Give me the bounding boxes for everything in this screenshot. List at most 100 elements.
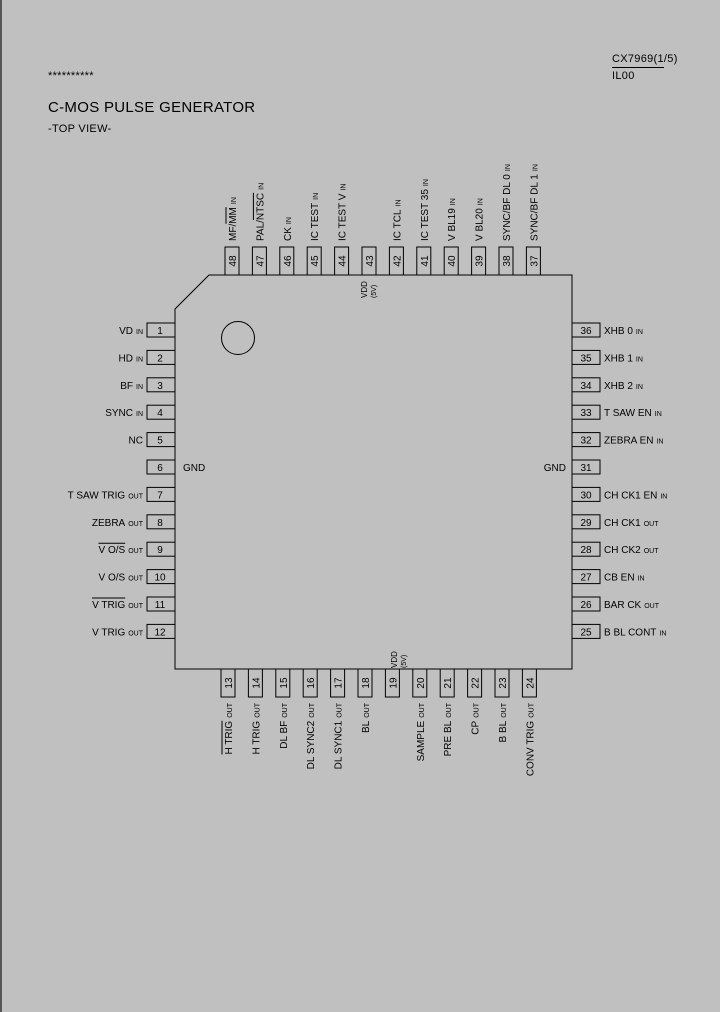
pin-23-label: B BLOUT xyxy=(498,702,509,742)
pin-23-label-suffix: OUT xyxy=(501,702,508,718)
pin-41-label-name: IC TEST 35 xyxy=(420,189,431,241)
pin-48-label-suffix: IN xyxy=(231,197,238,204)
pin-46-number: 46 xyxy=(283,255,294,267)
pin-44-pad xyxy=(334,246,350,276)
pin-7-label-suffix: OUT xyxy=(128,493,144,500)
pin-35-number: 35 xyxy=(580,353,592,364)
pin-15-label-name: DL BF xyxy=(279,721,290,749)
pin-2-label-suffix: IN xyxy=(136,356,143,363)
pin-47-pad xyxy=(251,246,267,276)
pin-20-pad xyxy=(412,668,428,698)
pin-35-pad xyxy=(571,349,601,365)
pin-44-label: IC TEST VIN xyxy=(338,184,349,241)
pin-41-label-wrap: IC TEST 35IN xyxy=(420,179,431,241)
pin-18-label-suffix: OUT xyxy=(364,702,371,718)
pin-21-label-name: PRE BL xyxy=(443,720,454,756)
pin-46-pad xyxy=(279,246,295,276)
vdd-top-label: VDD (5V) xyxy=(360,281,378,298)
pin-8-pad xyxy=(146,514,176,530)
pin-8-label-suffix: OUT xyxy=(128,521,144,528)
pin-24-pad xyxy=(521,668,537,698)
pin-8-label-name: ZEBRA xyxy=(92,518,126,529)
pin-4-number: 4 xyxy=(157,408,163,419)
pin-22-label: CPOUT xyxy=(471,702,482,734)
pin-1-number: 1 xyxy=(157,326,163,337)
pin-38-label-wrap: SYNC/BF DL 0IN xyxy=(502,164,513,241)
pin-47-label: PAL/NTSCIN xyxy=(255,183,266,241)
vdd-bottom-text: VDD xyxy=(390,651,399,668)
pin-32-label-suffix: IN xyxy=(656,439,663,446)
pin-23-number: 23 xyxy=(498,677,509,689)
pin-16-label-suffix: OUT xyxy=(309,702,316,718)
pin-16: 16 DL SYNC2 OUT xyxy=(302,668,318,769)
pin-46: 46 CKIN xyxy=(279,217,295,276)
pin-10-label-suffix: OUT xyxy=(128,576,144,583)
pin-13-pad xyxy=(220,668,236,698)
pin-7-label-name: T SAW TRIG xyxy=(68,490,126,501)
pin-35-label-name: XHB 1 xyxy=(604,353,633,364)
pin-13-number: 13 xyxy=(224,677,235,689)
pin-22-number: 22 xyxy=(471,677,482,689)
pin-27-pad xyxy=(571,569,601,585)
revision: IL00 xyxy=(612,70,635,82)
pin-34-label-name: XHB 2 xyxy=(604,381,633,392)
pin-18-label-wrap: BLOUT xyxy=(361,702,372,733)
pin-16-number: 16 xyxy=(306,677,317,689)
pin-48-label-wrap: MF/MMIN xyxy=(225,197,239,241)
pin-5-label-name: NC xyxy=(129,436,143,447)
pin-25-pad xyxy=(571,623,601,639)
pin-18-number: 18 xyxy=(361,677,372,689)
pin-13-label: H TRIGOUT xyxy=(224,702,235,754)
pin-14-pad xyxy=(247,668,263,698)
pin-20-label-name: SAMPLE xyxy=(416,720,427,761)
pin-23-label-wrap: B BLOUT xyxy=(498,702,509,742)
vdd-bottom-voltage: (5V) xyxy=(401,655,408,668)
pin-29-label-suffix: OUT xyxy=(644,521,660,528)
vdd-top-voltage: (5V) xyxy=(371,285,378,298)
pin-24-label-name: CONV TRIG xyxy=(525,721,536,777)
pin-42-label-name: IC TCL xyxy=(392,209,403,241)
pin-34-number: 34 xyxy=(580,381,592,392)
pin-46-label-wrap: CKIN xyxy=(283,217,294,241)
pin-35-label-suffix: IN xyxy=(636,356,643,363)
pin-27-number: 27 xyxy=(580,573,592,584)
pin-48-label: MF/MMIN xyxy=(228,197,239,241)
pin-40-label-name: V BL19 xyxy=(447,208,458,241)
pin-36-label-suffix: IN xyxy=(636,329,643,336)
pin-38-label-suffix: IN xyxy=(505,164,512,171)
pin-5-number: 5 xyxy=(157,436,163,447)
pin-15-label-suffix: OUT xyxy=(282,702,289,718)
pin-2-pad xyxy=(146,349,176,365)
pin-22-pad xyxy=(467,668,483,698)
ic-package-body xyxy=(174,274,573,670)
pin-17-label-suffix: OUT xyxy=(337,702,344,718)
pin-44-label-wrap: IC TEST VIN xyxy=(338,184,349,241)
pin1-marker xyxy=(221,321,255,355)
pin-42-number: 42 xyxy=(392,255,403,267)
pin-42-label-suffix: IN xyxy=(395,200,402,207)
pin-47-label-suffix: IN xyxy=(258,183,265,190)
pin-16-label-name: DL SYNC2 xyxy=(306,720,317,769)
page-left-border xyxy=(0,0,2,1012)
pin-3-label-name: BF xyxy=(120,381,133,392)
pin-24-label: CONV TRIGOUT xyxy=(525,702,536,776)
